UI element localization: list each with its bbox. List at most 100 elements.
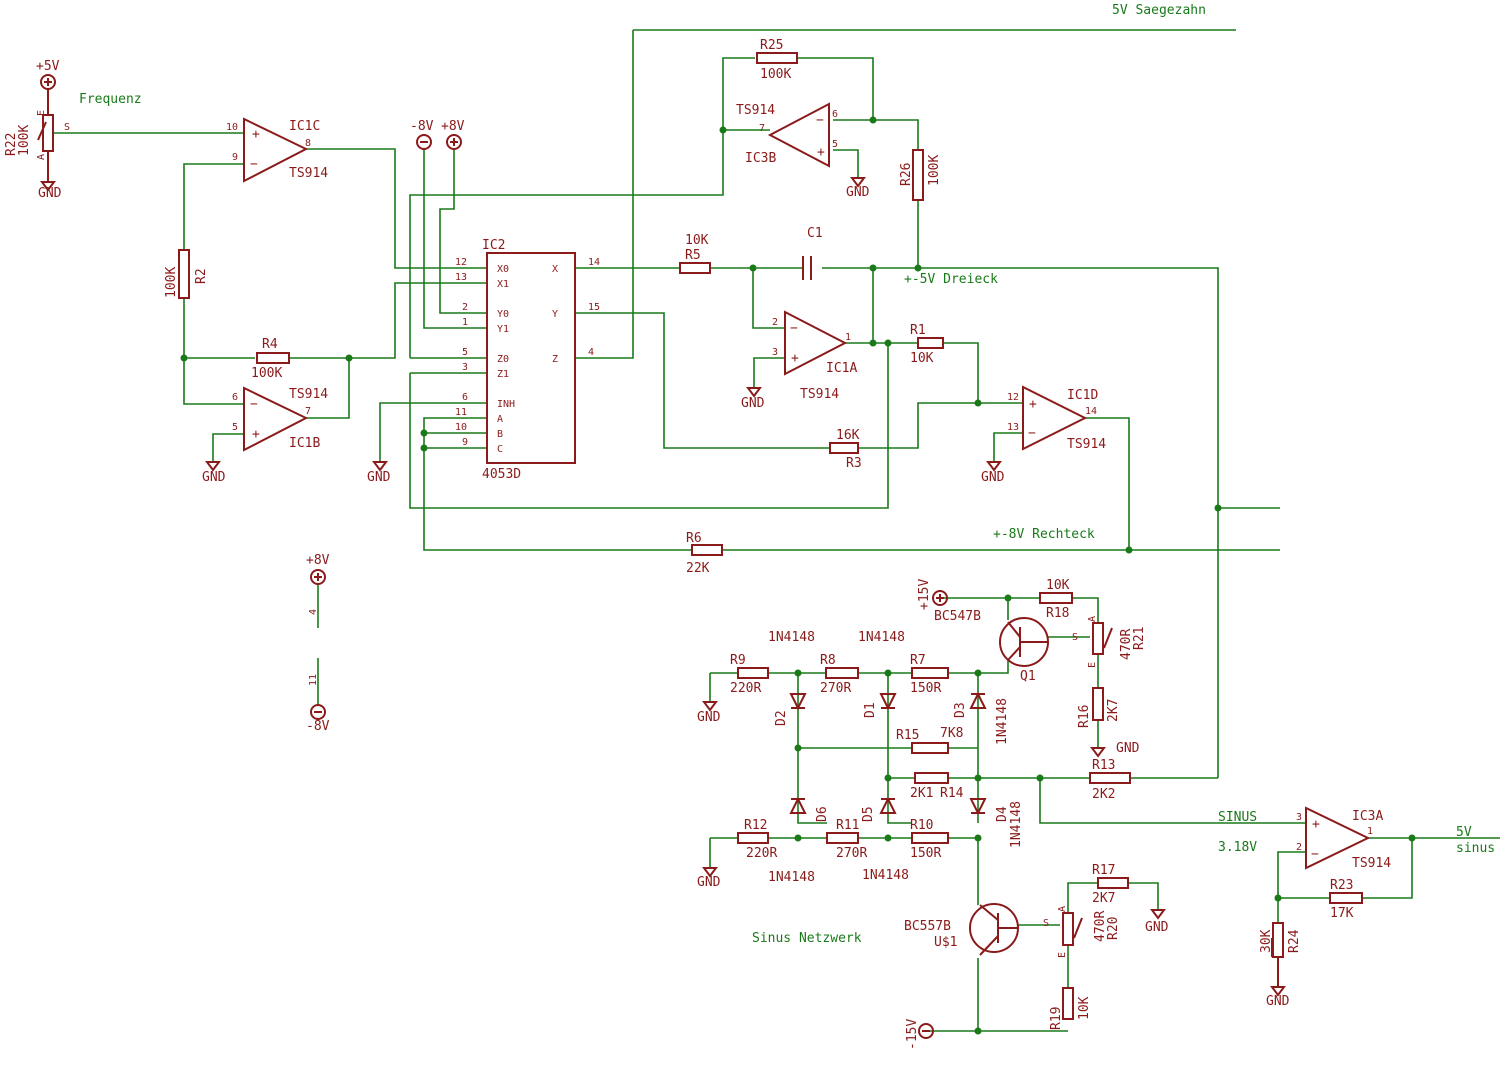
svg-text:GND: GND: [981, 470, 1005, 485]
ic1d-name: IC1D: [1067, 388, 1098, 403]
potentiometer-r21[interactable]: S A E 470R R21: [1072, 616, 1147, 668]
svg-text:150R: 150R: [910, 681, 941, 696]
diode-d3[interactable]: D3 1N4148: [953, 691, 1010, 745]
svg-text:2K7: 2K7: [1092, 891, 1115, 906]
svg-text:R12: R12: [744, 818, 767, 833]
ic2-pin-y: Y: [552, 309, 558, 320]
resistor-r2[interactable]: 100K R2: [164, 249, 209, 299]
svg-text:R1: R1: [910, 323, 926, 338]
svg-text:22K: 22K: [686, 561, 710, 576]
svg-text:+: +: [1029, 397, 1037, 412]
diode-value-label: 1N4148: [858, 630, 905, 645]
svg-text:11: 11: [455, 407, 467, 418]
svg-text:10: 10: [455, 422, 467, 433]
diode-d5[interactable]: D5: [861, 796, 897, 822]
svg-text:12: 12: [1007, 392, 1019, 403]
ic1d-value: TS914: [1067, 437, 1106, 452]
resistor-r26[interactable]: R26 100K: [899, 149, 942, 201]
capacitor-c1[interactable]: C1: [802, 226, 823, 280]
svg-text:−: −: [250, 157, 258, 172]
svg-text:+: +: [817, 145, 825, 160]
supply-minus15v: -15V: [905, 1019, 934, 1050]
ground-symbols: GND GND GND GND GND GND GND GND GND GND …: [38, 177, 1290, 1009]
opamp-ic3a[interactable]: +− 321 IC3A TS914: [1296, 806, 1391, 871]
svg-text:R7: R7: [910, 653, 926, 668]
svg-text:GND: GND: [367, 470, 391, 485]
opamp-ic3b[interactable]: −+ 765 TS914 IC3B: [736, 102, 838, 168]
svg-text:17K: 17K: [1330, 906, 1354, 921]
ic2-pin-y0: Y0: [497, 309, 509, 320]
resistor-r19[interactable]: R19 10K: [1049, 987, 1092, 1030]
resistor-r6[interactable]: R6 22K: [686, 531, 723, 576]
svg-text:4: 4: [588, 347, 594, 358]
svg-text:E: E: [36, 110, 47, 116]
svg-text:7: 7: [759, 123, 765, 134]
svg-text:R6: R6: [686, 531, 702, 546]
transistor-u1[interactable]: BC557B U$1: [904, 903, 1019, 956]
ic2-pin-x0: X0: [497, 264, 509, 275]
transistor-q1[interactable]: BC547B Q1: [934, 609, 1049, 684]
supply-minus8v-pin: -8V 11: [306, 674, 330, 734]
svg-text:R11: R11: [836, 818, 859, 833]
ic1c-value: TS914: [289, 166, 328, 181]
diode-d2[interactable]: D2: [774, 693, 807, 726]
svg-text:7K8: 7K8: [940, 726, 963, 741]
svg-text:8: 8: [305, 138, 311, 149]
junctions: [180, 116, 1416, 1035]
svg-text:270R: 270R: [836, 846, 867, 861]
diode-d1[interactable]: D1: [863, 693, 897, 718]
svg-text:2K1: 2K1: [910, 786, 933, 801]
svg-text:+: +: [791, 351, 799, 366]
svg-text:220R: 220R: [730, 681, 761, 696]
resistor-r24[interactable]: 30K R24: [1259, 922, 1302, 958]
opamp-ic1a[interactable]: −+ 231 IC1A TS914: [772, 310, 857, 402]
svg-text:E: E: [1057, 952, 1068, 958]
resistor-r11[interactable]: R11 270R: [826, 818, 867, 861]
svg-text:R22: R22: [4, 133, 19, 156]
svg-text:R18: R18: [1046, 606, 1069, 621]
svg-text:14: 14: [1085, 406, 1097, 417]
net-label-sinus: SINUS: [1218, 810, 1257, 825]
diode-d4[interactable]: D4 1N4148: [969, 798, 1024, 848]
resistor-r16[interactable]: R16 2K7: [1077, 687, 1121, 728]
potentiometer-r20[interactable]: S A E 470R R20: [1043, 906, 1121, 958]
svg-text:10: 10: [226, 122, 238, 133]
potentiometer-r22[interactable]: S E A R22 100K: [4, 103, 70, 178]
svg-text:5: 5: [462, 347, 468, 358]
ic2-pin-inh: INH: [497, 399, 515, 410]
svg-text:S: S: [64, 122, 70, 133]
svg-text:1N4148: 1N4148: [1009, 801, 1024, 848]
svg-text:R8: R8: [820, 653, 836, 668]
svg-text:GND: GND: [697, 875, 721, 890]
svg-text:BC557B: BC557B: [904, 919, 951, 934]
diode-d6[interactable]: D6: [789, 796, 830, 822]
svg-text:GND: GND: [697, 710, 721, 725]
wires: [52, 29, 1500, 1032]
supply-plus8v-pin: +8V 4: [306, 553, 330, 615]
svg-text:+: +: [1312, 817, 1320, 832]
svg-text:GND: GND: [741, 396, 765, 411]
resistor-r7[interactable]: R7 150R: [910, 653, 949, 696]
ic2-multiplexer[interactable]: IC2 4053D X0 X1 Y0 Y1 Z0 Z1 INH A B C X …: [455, 238, 600, 482]
opamp-ic1b[interactable]: −+ 657 TS914 IC1B: [232, 386, 328, 452]
svg-text:D2: D2: [774, 710, 789, 726]
supply-plus5v: +5V: [36, 59, 60, 103]
